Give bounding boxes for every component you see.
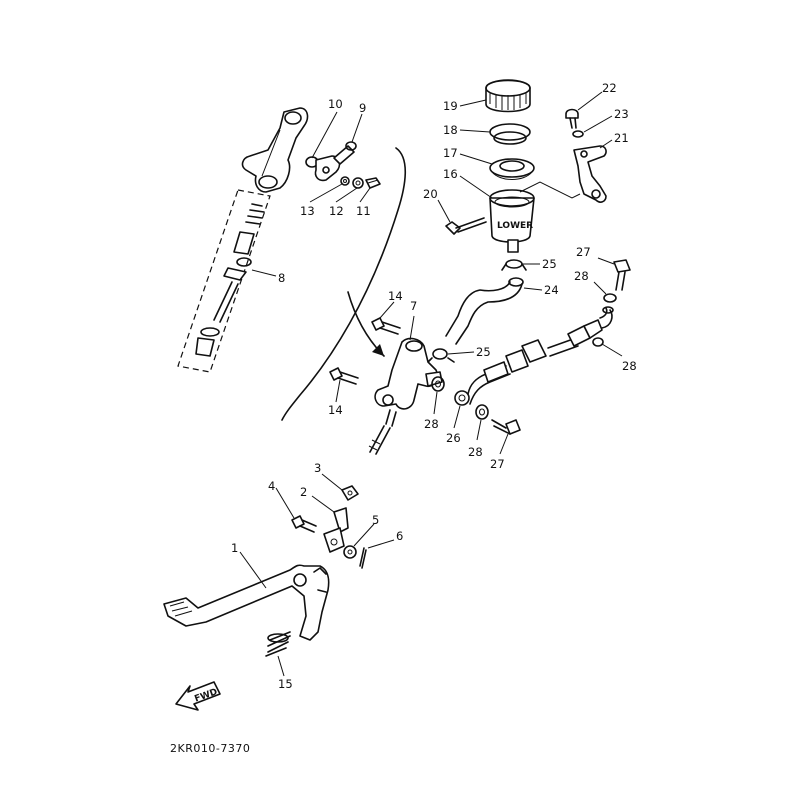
callout-28-right: 28 [622,359,637,373]
diagram-code: 2KR010-7370 [170,742,250,755]
callout-2: 2 [300,485,307,499]
callout-10: 10 [328,97,343,111]
callout-labels: 1 2 3 4 5 6 7 8 9 10 11 12 13 14 14 15 1… [231,81,637,691]
pin-4 [291,515,317,533]
callout-7: 7 [410,299,417,313]
callout-13: 13 [300,204,315,218]
callout-11: 11 [356,204,371,218]
spring-15 [265,631,291,657]
callout-28-cylinder: 28 [424,417,439,431]
plate-18 [489,123,531,145]
callout-17: 17 [443,146,458,160]
washer-28-hose-end [475,404,489,420]
callout-15: 15 [278,677,293,691]
callout-3: 3 [314,461,321,475]
callout-14-lower: 14 [328,403,343,417]
callout-8: 8 [278,271,285,285]
fwd-arrow-icon [175,681,221,711]
bolt-22 [565,108,579,129]
callout-27-upper: 27 [576,245,591,259]
callout-12: 12 [329,204,344,218]
reservoir-cap-19 [485,79,531,113]
callout-5: 5 [372,513,379,527]
bolt-11 [365,177,381,189]
svg-text:LOWER: LOWER [497,221,533,231]
callout-28-hose: 28 [468,445,483,459]
callout-27-lower: 27 [490,457,505,471]
union-bolt-27-upper [613,259,631,291]
bolt-14-lower [329,367,359,385]
assembly-arrow-head [372,344,384,356]
brake-hose-26 [454,306,614,406]
bracket-21 [573,145,607,203]
brake-pedal-1 [163,564,330,641]
callout-6: 6 [396,529,403,543]
clip-25-lower [425,348,455,365]
callout-28-upper-right: 28 [574,269,589,283]
callout-14-upper: 14 [388,289,403,303]
cotter-pin-6 [359,547,367,569]
callout-26: 26 [446,431,461,445]
washer-28-cylinder [431,376,445,392]
callout-24: 24 [544,283,559,297]
hose-joint-9 [314,141,357,182]
master-cylinder-7 [368,337,443,455]
callout-19: 19 [443,99,458,113]
washer-5 [343,545,357,559]
callout-25-upper: 25 [542,257,557,271]
callout-22: 22 [602,81,617,95]
piston-kit-parts [195,203,265,357]
bolt-20 [445,217,487,235]
master-cylinder-body-upper [241,107,309,193]
callout-16: 16 [443,167,458,181]
callout-20: 20 [423,187,438,201]
callout-21: 21 [614,131,629,145]
callout-9: 9 [359,101,366,115]
diaphragm-17 [489,158,535,180]
washer-13 [340,176,350,186]
union-bolt-27-lower [491,419,521,435]
callout-23: 23 [614,107,629,121]
kit-8-dashed-outline [177,189,271,373]
nut-3 [341,485,359,501]
reservoir-to-bracket-line [519,181,581,199]
leader-lines [239,91,623,677]
section-divider-line [281,147,407,421]
washer-12 [352,177,364,189]
callout-1: 1 [231,541,238,555]
callout-25-lower: 25 [476,345,491,359]
bolt-14-upper [371,317,401,335]
clip-25-upper [501,259,527,271]
callout-4: 4 [268,479,275,493]
hose-24 [445,277,524,345]
washer-28-upper-right-b [592,337,604,347]
washer-28-upper-right-a [603,293,617,303]
reservoir-16: LOWER [489,189,535,253]
callout-18: 18 [443,123,458,137]
washer-23 [572,130,584,138]
clevis-2 [323,507,349,553]
